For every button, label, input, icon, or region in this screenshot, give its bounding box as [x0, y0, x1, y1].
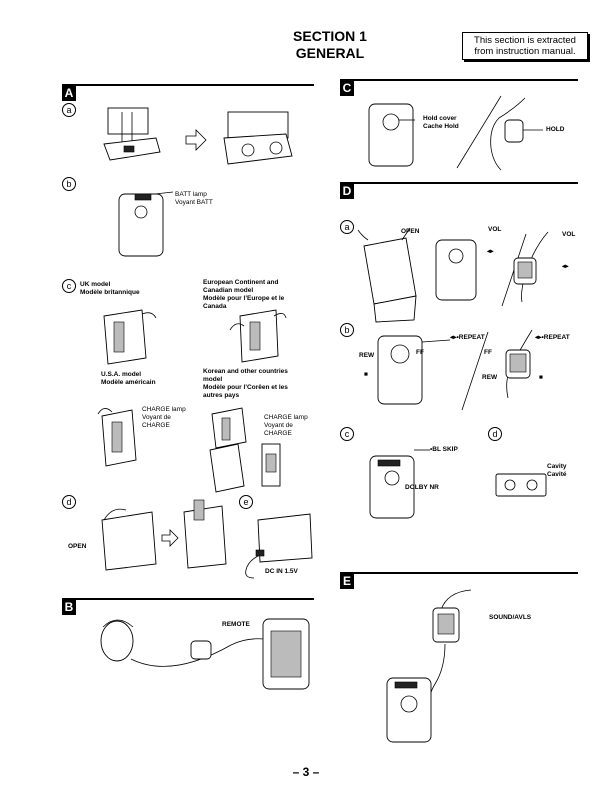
section-c-rule — [340, 79, 578, 81]
vol-remote-label: VOL — [562, 231, 576, 238]
battery-cell-illustration — [261, 443, 281, 487]
kr-line-4: autres pays — [203, 392, 240, 399]
eu-line-4: Canada — [203, 303, 227, 310]
uk-charger-illustration — [103, 309, 157, 365]
usa-charge-lamp-label: CHARGE lamp Voyant de CHARGE — [142, 406, 186, 430]
battery-insert-illustration — [103, 107, 293, 165]
section-e-rule — [340, 572, 578, 574]
usa-model-label: U.S.A. model Modèle américain — [101, 371, 156, 387]
sub-d-c-marker: c — [340, 427, 354, 441]
repeat-controls-illustration — [377, 329, 533, 411]
section-a-rule — [62, 84, 314, 86]
stop-remote-label: ■ — [539, 374, 543, 381]
repeat-remote-label: ◂▸•REPEAT — [535, 334, 570, 341]
page-title: SECTION 1 GENERAL — [270, 28, 390, 62]
vol-label: VOL — [488, 226, 502, 233]
uk-model-text: UK model — [80, 281, 111, 288]
kr-line-2: model — [203, 376, 223, 383]
section-b-rule — [62, 598, 314, 600]
rew-remote-label: REW — [482, 374, 498, 381]
note-line-1: This section is extracted — [474, 35, 576, 46]
batt-lamp-label: BATT lamp Voyant BATT — [175, 191, 213, 207]
dolby-nr-label: DOLBY NR — [405, 484, 439, 491]
kr-charge-text: CHARGE — [264, 430, 292, 437]
play-label: ◂▸ — [487, 248, 494, 255]
arrow-icon — [161, 529, 179, 547]
usa-charger-illustration — [97, 408, 137, 467]
usa-model-fr-text: Modèle américain — [101, 379, 156, 386]
kr-charge-lamp-label: CHARGE lamp Voyant de CHARGE — [264, 414, 308, 438]
sub-e-marker: e — [239, 495, 253, 509]
section-b-label: B — [62, 600, 76, 615]
uk-model-fr-text: Modèle britannique — [80, 289, 140, 296]
sub-d-a-marker: a — [340, 220, 354, 234]
voyant-batt-text: Voyant BATT — [175, 199, 213, 206]
eu-line-2: Canadian model — [203, 287, 254, 294]
section-d-label: D — [340, 184, 354, 199]
kr-line-1: Korean and other countries — [203, 368, 288, 375]
section-d-rule — [340, 182, 578, 184]
section-a-label: A — [62, 86, 76, 101]
section-number: SECTION 1 — [293, 28, 367, 44]
sub-d-b-marker: b — [340, 323, 354, 337]
cavity-text: Cavity — [547, 463, 567, 470]
battery-compartment-illustration — [183, 499, 227, 569]
cavity-label: Cavity Cavité — [547, 463, 567, 479]
kr-charge-lamp-text: CHARGE lamp — [264, 414, 308, 421]
eu-line-3: Modèle pour l’Europe et le — [203, 295, 285, 302]
open-play-illustration — [357, 227, 549, 323]
kr-model-label: Korean and other countries model Modèle … — [203, 368, 288, 400]
usa-charge-text: CHARGE — [142, 422, 170, 429]
kr-charger-illustration — [209, 407, 247, 493]
rew-label: REW — [359, 352, 375, 359]
dc-in-illustration — [245, 513, 313, 579]
eu-charger-illustration — [229, 309, 287, 363]
section-subtitle: GENERAL — [295, 45, 365, 61]
sound-avls-label: SOUND/AVLS — [489, 614, 532, 621]
dc-in-label: DC IN 1.5V — [265, 568, 298, 575]
hold-cover-label: Hold cover Cache Hold — [423, 115, 459, 131]
stop-label: ■ — [364, 371, 368, 378]
remote-label: REMOTE — [222, 621, 250, 628]
hold-illustration — [368, 95, 543, 171]
ff-remote-label: FF — [484, 349, 492, 356]
hold-label: HOLD — [546, 126, 565, 133]
repeat-label: ◂▸•REPEAT — [450, 334, 485, 341]
usa-charge-lamp-text: CHARGE lamp — [142, 406, 186, 413]
cassette-cavity-illustration — [495, 473, 547, 497]
note-line-2: from instruction manual. — [474, 46, 576, 57]
hold-cover-text: Hold cover — [423, 115, 457, 122]
bl-skip-label: •BL SKIP — [430, 446, 458, 453]
cache-hold-text: Cache Hold — [423, 123, 459, 130]
sub-d-marker: d — [62, 495, 76, 509]
sub-a-marker: a — [62, 103, 76, 117]
kr-line-3: Modèle pour l’Corêen et les — [203, 384, 288, 391]
page-number: – 3 – — [292, 765, 320, 779]
batt-lamp-text: BATT lamp — [175, 191, 207, 198]
cavite-text: Cavité — [547, 471, 567, 478]
open-label: OPEN — [68, 543, 87, 550]
dolby-illustration — [369, 449, 430, 519]
extract-note: This section is extracted from instructi… — [462, 32, 588, 60]
play-remote-label: ◂▸ — [562, 263, 569, 270]
player-batt-lamp-illustration — [118, 191, 174, 257]
open-d-label: OPEN — [401, 228, 420, 235]
sub-b-marker: b — [62, 177, 76, 191]
ff-label: FF — [416, 349, 424, 356]
sub-c-marker: c — [62, 279, 76, 293]
sub-d-d-marker: d — [488, 427, 502, 441]
open-lid-illustration — [101, 508, 157, 571]
eu-model-label: European Continent and Canadian model Mo… — [203, 279, 284, 311]
uk-model-label: UK model Modèle britannique — [80, 281, 140, 297]
sound-avls-illustration — [386, 589, 472, 743]
usa-model-text: U.S.A. model — [101, 371, 142, 378]
usa-voyant-de-text: Voyant de — [142, 414, 171, 421]
section-e-label: E — [340, 574, 354, 589]
remote-connection-illustration — [100, 618, 310, 690]
kr-voyant-de-text: Voyant de — [264, 422, 293, 429]
section-c-label: C — [340, 81, 354, 96]
eu-line-1: European Continent and — [203, 279, 279, 286]
